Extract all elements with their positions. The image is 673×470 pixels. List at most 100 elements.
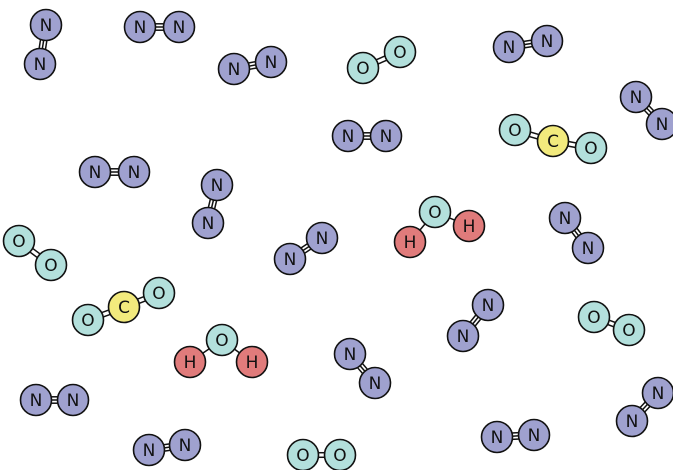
atom-n	[254, 45, 288, 79]
atom-n	[517, 418, 551, 452]
atom-label: N	[559, 209, 572, 229]
atom-label: O	[81, 311, 94, 331]
atom-o	[574, 131, 608, 165]
molecule-n2: NN	[191, 168, 234, 240]
atom-c	[536, 124, 570, 158]
atom-n	[571, 231, 605, 265]
atom-label: O	[587, 308, 600, 328]
atom-label: N	[265, 53, 278, 73]
atom-label: H	[246, 353, 259, 373]
atom-o	[286, 438, 320, 470]
atom-h	[173, 345, 207, 379]
atom-label: N	[284, 250, 297, 270]
atom-label: N	[369, 374, 382, 394]
atom-n	[305, 221, 339, 255]
atom-label: H	[404, 233, 417, 253]
atom-label: H	[463, 217, 476, 237]
atom-n	[23, 47, 57, 81]
atom-o	[498, 113, 532, 147]
atom-n	[273, 242, 307, 276]
atom-label: N	[380, 127, 393, 147]
molecule-n2: NN	[619, 80, 673, 141]
atom-n	[331, 119, 365, 153]
atom-n	[619, 80, 653, 114]
atom-o	[2, 224, 36, 258]
molecule-n2: NN	[23, 8, 63, 81]
atom-label: N	[173, 18, 186, 38]
atom-n	[615, 404, 649, 438]
atom-label: N	[211, 176, 224, 196]
atom-label: N	[630, 88, 643, 108]
atom-label: N	[652, 384, 665, 404]
molecule-n2: NN	[615, 376, 673, 438]
atom-c	[107, 290, 141, 324]
atom-label: O	[12, 232, 25, 252]
atom-label: N	[316, 229, 329, 249]
atom-label: N	[457, 327, 470, 347]
atom-o	[71, 303, 105, 337]
atom-label: N	[342, 127, 355, 147]
atom-n	[369, 119, 403, 153]
atom-n	[641, 376, 673, 410]
molecule-n2: NN	[273, 221, 339, 276]
atom-n	[548, 201, 582, 235]
atom-label: O	[428, 203, 441, 223]
atom-label: N	[40, 16, 53, 36]
atom-n	[56, 383, 90, 417]
atom-o	[383, 35, 417, 69]
atom-label: N	[528, 426, 541, 446]
atom-label: N	[656, 115, 669, 135]
molecule-o2: OO	[346, 35, 417, 85]
atom-n	[191, 206, 225, 240]
atom-n	[117, 155, 151, 189]
molecule-n2: NN	[446, 288, 505, 353]
atom-o	[34, 248, 68, 282]
atom-h	[393, 225, 427, 259]
atom-o	[323, 438, 357, 470]
atom-o	[142, 276, 176, 310]
molecule-o2: OO	[577, 300, 646, 347]
atom-n	[168, 428, 202, 462]
atom-n	[492, 30, 526, 64]
atom-label: N	[134, 18, 147, 38]
atom-label: O	[622, 321, 635, 341]
atom-n	[132, 433, 166, 467]
molecule-h2o: OHH	[393, 195, 486, 259]
atom-o	[205, 323, 239, 357]
atom-n	[78, 155, 112, 189]
atom-label: N	[541, 32, 554, 52]
atom-label: C	[547, 132, 559, 152]
atom-label: N	[503, 38, 516, 58]
atom-label: O	[152, 284, 165, 304]
atom-label: N	[34, 55, 47, 75]
atom-label: N	[30, 391, 43, 411]
atom-o	[577, 300, 611, 334]
atom-label: O	[356, 59, 369, 79]
atom-label: N	[491, 428, 504, 448]
atom-o	[612, 313, 646, 347]
atom-n	[123, 10, 157, 44]
atom-n	[162, 10, 196, 44]
atom-label: N	[202, 214, 215, 234]
atom-label: N	[582, 239, 595, 259]
atom-n	[200, 168, 234, 202]
atom-label: O	[333, 446, 346, 466]
atom-label: N	[89, 163, 102, 183]
atom-label: C	[118, 298, 130, 318]
atom-n	[358, 366, 392, 400]
atom-label: O	[215, 331, 228, 351]
atom-label: N	[128, 163, 141, 183]
atom-o	[346, 51, 380, 85]
atom-label: O	[508, 121, 521, 141]
atom-n	[480, 420, 514, 454]
